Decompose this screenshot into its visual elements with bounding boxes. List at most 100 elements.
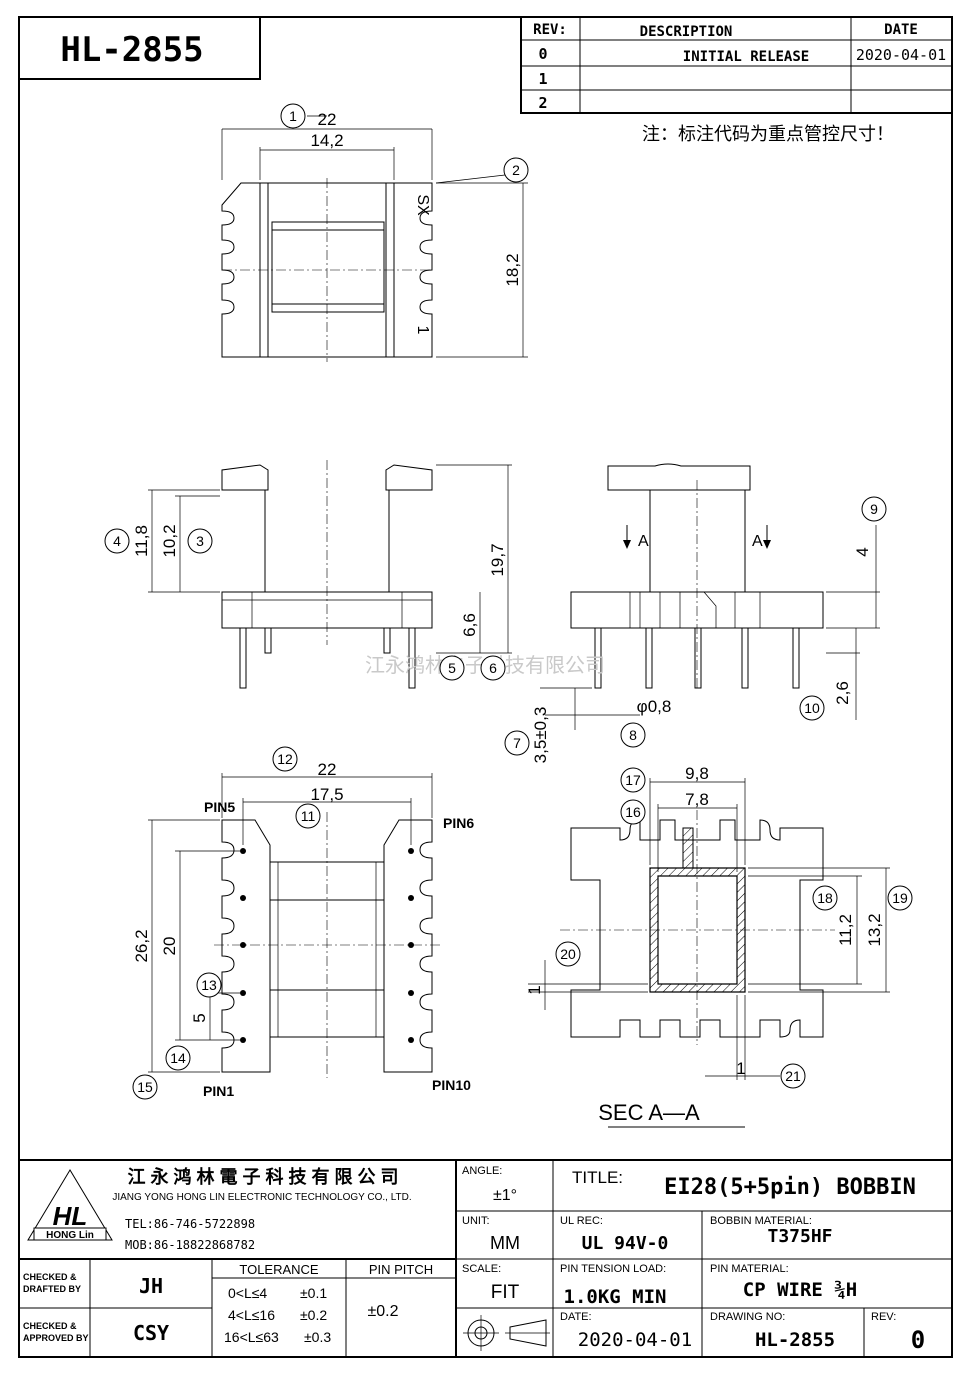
rev-row-0-date: 2020-04-01 [856, 46, 946, 64]
title-block: HL HONG Lin 江 永 鸿 林 電 子 科 技 有 限 公 司 JIAN… [19, 1159, 952, 1357]
tolerance-value-2: ±0.2 [300, 1307, 327, 1323]
svg-text:1: 1 [289, 108, 297, 124]
svg-text:3: 3 [196, 533, 204, 549]
tolerance-value-1: ±0.1 [300, 1285, 327, 1301]
pin1-label: PIN1 [203, 1083, 234, 1099]
dim-top-width: 22 [318, 110, 337, 129]
svg-text:9: 9 [870, 501, 878, 517]
bobbin-material-value: T375HF [767, 1226, 832, 1247]
rev-header: REV: [533, 22, 567, 38]
balloon-5: 5 [439, 655, 465, 681]
pin-material-value: CP WIRE ¾H [743, 1279, 857, 1301]
description-header: DESCRIPTION [640, 24, 733, 40]
top-view: 22 14,2 18,2 SX 1 [221, 110, 528, 362]
dim-overall-height: 19,7 [488, 543, 507, 576]
pin-pitch-label: PIN PITCH [369, 1262, 433, 1277]
revision-table: REV: DESCRIPTION DATE 0 INITIAL RELEASE … [520, 16, 953, 114]
checked-drafted-label: CHECKED & [23, 1272, 77, 1282]
svg-text:17: 17 [625, 772, 641, 788]
dim-pin-span: 20 [160, 937, 179, 956]
svg-text:6: 6 [489, 660, 497, 676]
balloon-2: 2 [435, 157, 529, 184]
section-marker-left: A [638, 533, 649, 550]
svg-text:11: 11 [301, 808, 316, 824]
dim-pin-pitch: 5 [190, 1013, 209, 1022]
drawing-no-value: HL-2855 [755, 1329, 835, 1351]
ul-rec-label: UL REC: [560, 1215, 603, 1227]
angle-label: ANGLE: [462, 1165, 502, 1177]
rev-value: 0 [911, 1326, 925, 1354]
svg-text:5: 5 [448, 660, 456, 676]
dim-bottom-length: 26,2 [132, 929, 151, 962]
svg-text:4: 4 [113, 533, 121, 549]
pin-pitch-value: ±0.2 [367, 1303, 398, 1320]
balloon-17: 17 [620, 767, 646, 793]
dim-core-width: 14,2 [310, 131, 343, 150]
dim-window-height-inner: 10,2 [160, 524, 179, 557]
balloon-9: 9 [861, 496, 887, 522]
balloon-20: 20 [555, 941, 581, 967]
pin-tension-label: PIN TENSION LOAD: [560, 1263, 666, 1275]
rev-row-2-rev: 2 [538, 94, 547, 112]
svg-text:13: 13 [201, 977, 217, 993]
bottom-view: 22 17,5 26,2 20 5 PIN5 PIN6 PIN1 PIN10 [132, 760, 474, 1099]
dim-pin-length: 3,5±0,3 [531, 707, 550, 764]
balloon-6: 6 [480, 655, 506, 681]
dim-pin-row-spacing: 17,5 [310, 785, 343, 804]
part-number-box: HL-2855 [18, 16, 261, 80]
rev-label: REV: [871, 1311, 896, 1323]
tolerance-range-3: 16<L≤63 [224, 1329, 279, 1345]
dim-bobbin-outer-width: 9,8 [685, 764, 709, 783]
dim-wall-thickness-left: 1 [525, 985, 544, 994]
bobbin-material-label: BOBBIN MATERIAL: [710, 1215, 812, 1227]
balloon-15: 15 [132, 1074, 158, 1100]
dim-base-height: 6,6 [460, 613, 479, 637]
tolerance-range-1: 0<L≤4 [228, 1285, 267, 1301]
tolerance-range-2: 4<L≤16 [228, 1307, 275, 1323]
dim-pin-diameter: φ0,8 [637, 697, 672, 716]
balloon-7: 7 [504, 730, 530, 756]
checked-approved-value: CSY [133, 1321, 169, 1345]
tolerance-value-3: ±0.3 [304, 1329, 331, 1345]
svg-text:7: 7 [513, 735, 521, 751]
svg-text:19: 19 [892, 890, 908, 906]
svg-text:20: 20 [560, 946, 576, 962]
pin-material-label: PIN MATERIAL: [710, 1263, 789, 1275]
svg-text:18: 18 [817, 890, 833, 906]
title-label: TITLE: [572, 1168, 623, 1187]
dim-top-depth: 18,2 [503, 253, 522, 286]
svg-text:12: 12 [277, 751, 293, 767]
svg-text:16: 16 [625, 804, 641, 820]
dim-bobbin-inner-width: 7,8 [685, 790, 709, 809]
pin6-label: PIN6 [443, 815, 474, 831]
critical-dimension-note: 注：标注代码为重点管控尺寸！ [642, 124, 894, 144]
date-header: DATE [884, 22, 918, 38]
scale-label: SCALE: [462, 1263, 501, 1275]
balloon-19: 19 [887, 885, 913, 911]
dim-bobbin-outer-depth: 13,2 [865, 913, 884, 946]
company-tel: TEL:86-746-5722898 [125, 1217, 255, 1231]
part-number: HL-2855 [60, 30, 203, 70]
logo-subtitle: HONG Lin [46, 1230, 94, 1241]
balloon-8: 8 [620, 722, 646, 748]
dim-bottom-width: 22 [318, 760, 337, 779]
unit-label: UNIT: [462, 1215, 490, 1227]
scale-value: FIT [491, 1282, 520, 1303]
sx-mark: SX [414, 194, 431, 216]
balloon-18: 18 [812, 885, 838, 911]
balloon-1: 1 [280, 103, 327, 129]
unit-value: MM [490, 1233, 520, 1253]
sheet-border [18, 16, 953, 1358]
company-name-cn: 江 永 鸿 林 電 子 科 技 有 限 公 司 [127, 1166, 398, 1187]
svg-text:15: 15 [137, 1079, 153, 1095]
balloon-16: 16 [620, 799, 646, 825]
section-view: 9,8 7,8 11,2 13,2 1 1 SEC A—A [525, 764, 890, 1128]
company-name-en: JIANG YONG HONG LIN ELECTRONIC TECHNOLOG… [112, 1192, 411, 1203]
checked-drafted-value: JH [139, 1274, 163, 1298]
section-marker-right: A [752, 533, 763, 550]
company-mob: MOB:86-18822868782 [125, 1238, 255, 1252]
dim-bobbin-inner-depth: 11,2 [836, 914, 855, 946]
svg-text:APPROVED BY: APPROVED BY [23, 1333, 89, 1343]
dim-wall-thickness-bottom: 1 [736, 1059, 745, 1078]
